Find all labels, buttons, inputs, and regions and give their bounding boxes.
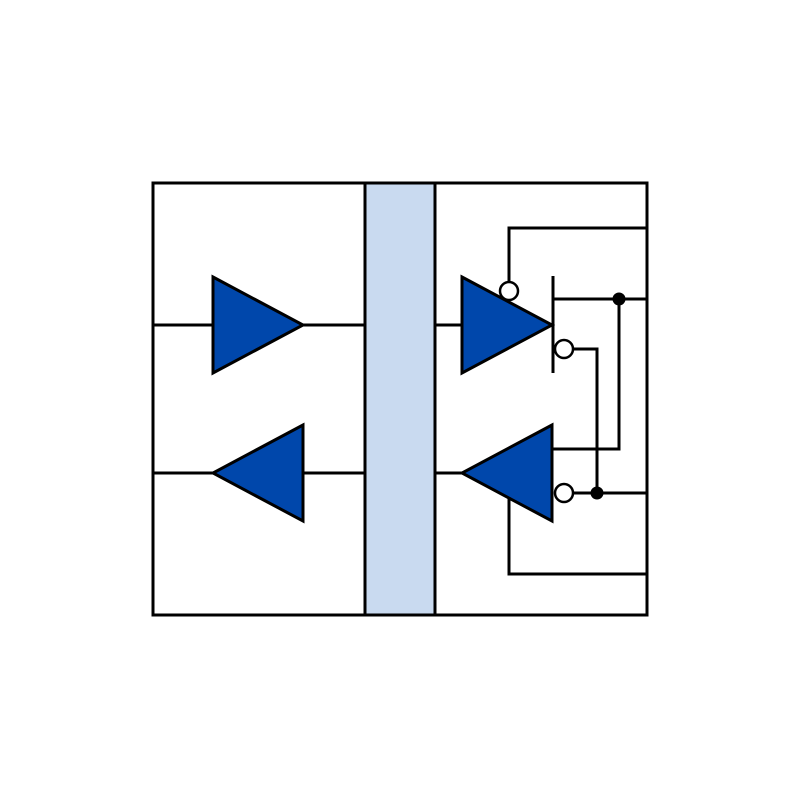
driver-enable-bubble — [498, 280, 520, 302]
left-buffer-left-icon — [209, 422, 305, 524]
left-buffer-right-icon — [211, 274, 307, 376]
driver-inverted-wire — [573, 347, 599, 493]
right-channel-1 — [435, 226, 647, 493]
left-channel-1 — [153, 274, 365, 376]
right-channel-2 — [435, 299, 647, 576]
driver-enable-wire — [507, 226, 647, 283]
isolation-barrier — [363, 181, 437, 617]
tri-state-receiver-icon — [458, 422, 554, 524]
left-channel-2 — [153, 422, 365, 524]
receiver-input-wire — [552, 299, 621, 451]
receiver-enable-wire — [507, 497, 647, 576]
driver-inverted-bubble — [553, 338, 575, 360]
receiver-inverted-bubble — [553, 482, 575, 504]
receiver-junction-dot — [590, 486, 604, 500]
